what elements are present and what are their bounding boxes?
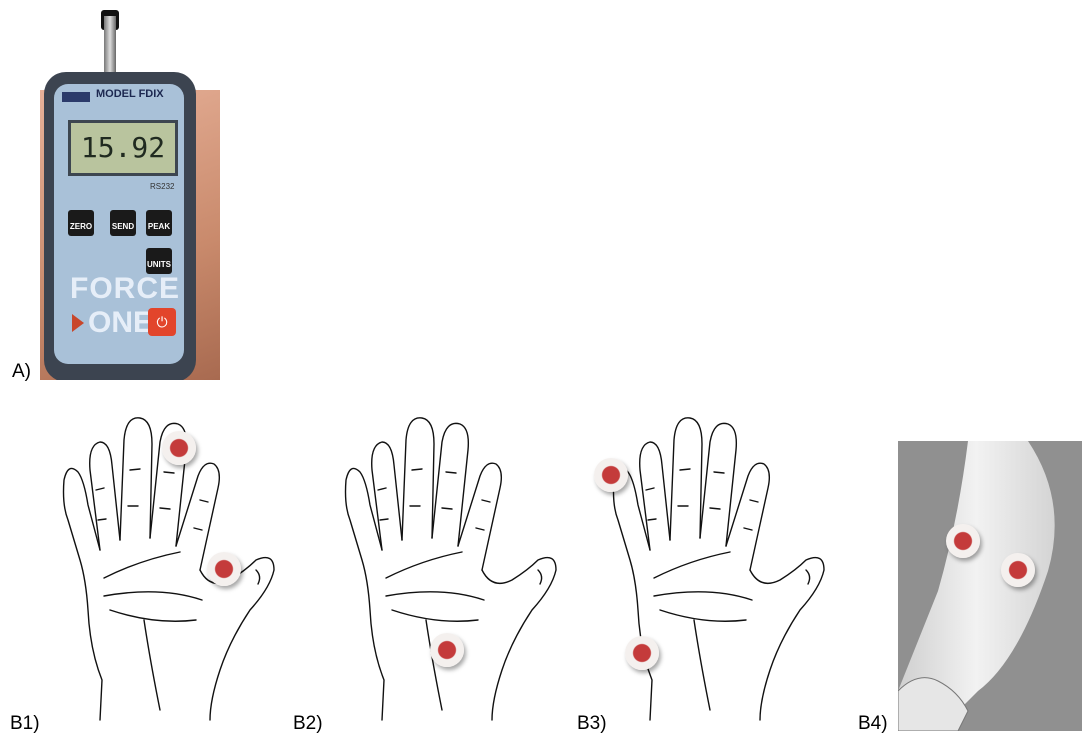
- zero-button: ZERO: [68, 210, 94, 236]
- send-button: SEND: [110, 210, 136, 236]
- peak-button: PEAK: [146, 210, 172, 236]
- marker-b2-thenar: [430, 633, 464, 667]
- label-a: A): [12, 362, 31, 381]
- device-model: MODEL FDIX: [96, 88, 164, 100]
- marker-b1-middle-finger: [162, 431, 196, 465]
- play-triangle-icon: [72, 314, 84, 332]
- label-b2: B2): [293, 714, 323, 733]
- hand-diagram-b2: [342, 410, 564, 725]
- label-b1: B1): [10, 714, 40, 733]
- marker-b4-forearm-upper: [946, 524, 980, 558]
- forearm-photo: [898, 441, 1082, 731]
- port-label: RS232: [150, 182, 174, 191]
- label-b3: B3): [577, 714, 607, 733]
- power-icon: ⏻: [148, 308, 176, 336]
- force-gauge-photo: MODEL FDIX 15.92 RS232 ZERO SEND PEAK UN…: [40, 10, 220, 380]
- marker-b3-hypothenar: [625, 636, 659, 670]
- label-b4: B4): [858, 714, 888, 733]
- brand-logo: [62, 92, 90, 102]
- gauge-probe-rod: [104, 16, 116, 76]
- brand-force: FORCE: [70, 272, 180, 306]
- marker-b1-thumb-base: [207, 552, 241, 586]
- hand-diagram-b3: [610, 410, 832, 725]
- forearm-illustration: [898, 441, 1082, 731]
- lcd-reading: 15.92: [68, 120, 178, 176]
- marker-b3-little-finger: [594, 458, 628, 492]
- marker-b4-forearm-lower: [1001, 553, 1035, 587]
- brand-one: ONE: [88, 306, 153, 340]
- units-button: UNITS: [146, 248, 172, 274]
